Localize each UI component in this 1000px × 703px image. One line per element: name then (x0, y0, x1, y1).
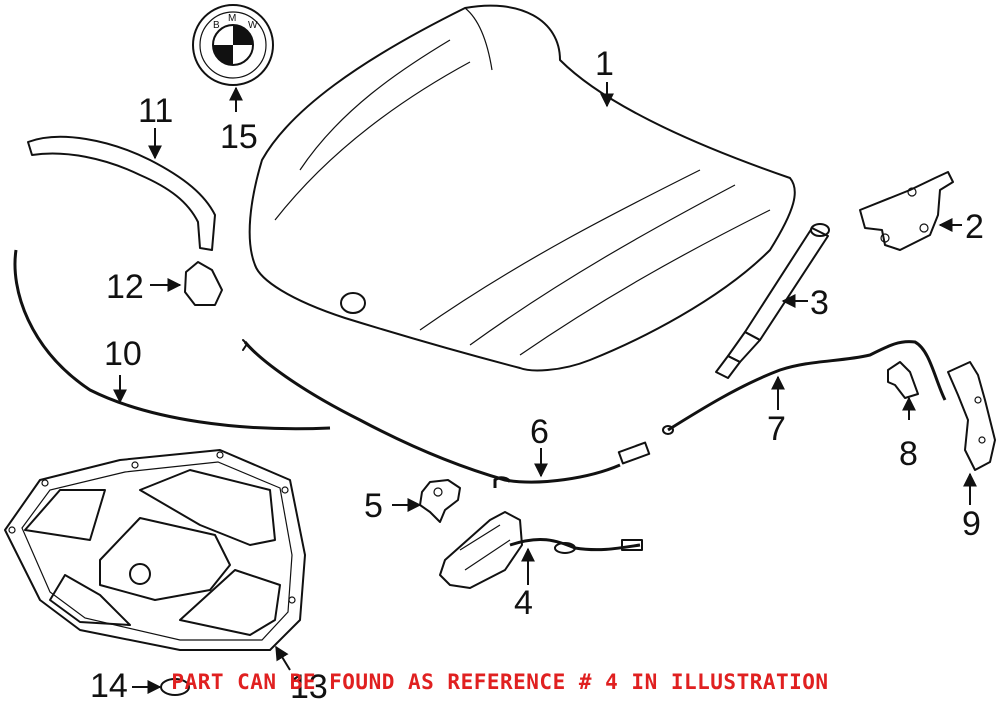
cable-clip (887, 361, 919, 399)
release-cable-rear (662, 340, 947, 435)
callout-6: 6 (530, 413, 549, 451)
callout-8: 8 (899, 435, 918, 473)
leader-13 (275, 645, 291, 671)
hood-insulator-pad (4, 449, 306, 651)
callout-11: 11 (138, 92, 173, 130)
callout-2: 2 (965, 208, 984, 246)
callout-4: 4 (514, 584, 533, 622)
hood-hinge (859, 171, 954, 251)
callout-5: 5 (364, 487, 383, 525)
callout-15: 15 (220, 118, 258, 156)
hood-emblem: B M W (192, 4, 274, 86)
emblem-letter-w: W (248, 20, 258, 31)
trim-strip (27, 135, 216, 251)
release-cable-front (242, 339, 651, 488)
callout-13: 13 (290, 668, 328, 703)
callout-9: 9 (962, 505, 981, 543)
callout-3: 3 (810, 284, 829, 322)
latch-bracket (419, 479, 461, 523)
retainer-clip (184, 261, 223, 306)
hood-seal (13, 249, 331, 431)
support-bracket (947, 361, 996, 471)
emblem-letter-b: B (213, 20, 220, 31)
hood-panel (248, 4, 796, 372)
hood-latch (439, 511, 643, 589)
callout-1: 1 (595, 45, 614, 83)
reference-notice: PART CAN BE FOUND AS REFERENCE # 4 IN IL… (171, 670, 829, 694)
callout-14: 14 (90, 667, 128, 703)
hood-gas-strut (715, 223, 830, 379)
callout-10: 10 (104, 335, 142, 373)
callout-7: 7 (767, 410, 786, 448)
callout-12: 12 (106, 268, 144, 306)
emblem-letter-m: M (228, 13, 236, 24)
